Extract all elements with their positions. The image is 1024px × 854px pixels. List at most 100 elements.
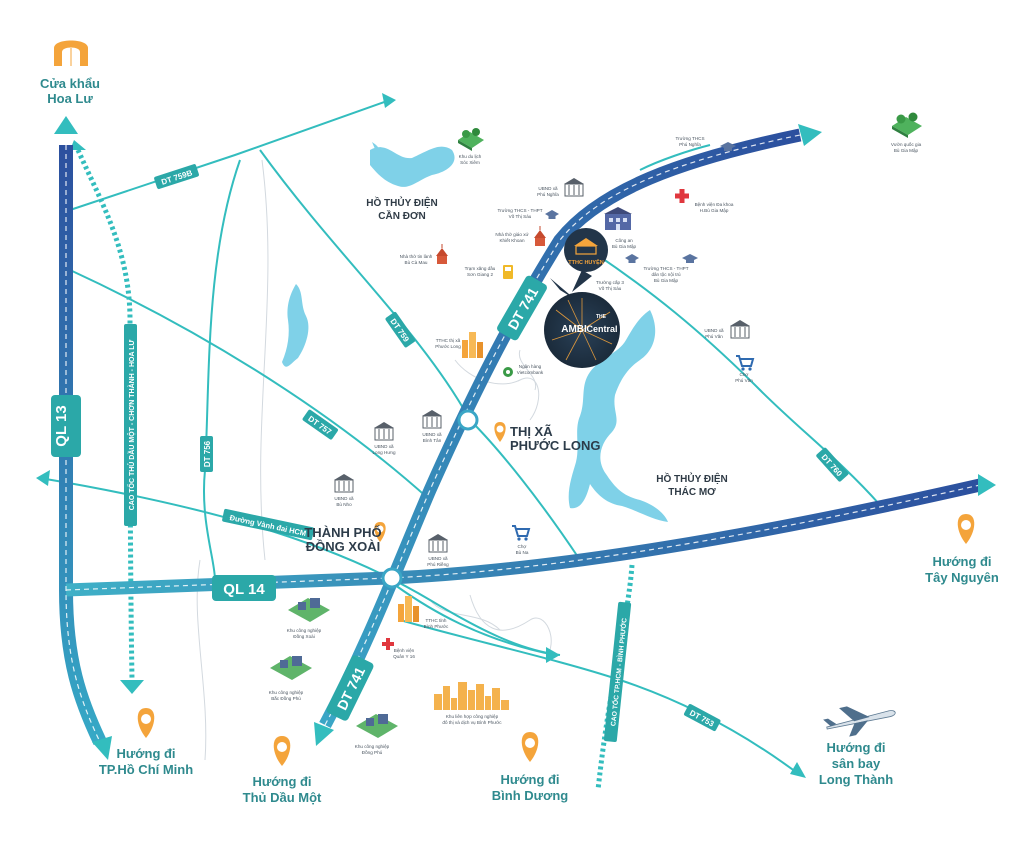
thcs-thpt-vts-2: Võ Thị Sáu (509, 214, 532, 219)
airport-label-1: Hướng đi (826, 740, 885, 755)
pin-icon (273, 736, 291, 766)
ubnd-phu-van-1: UBND xã (704, 328, 724, 333)
kcn-dong-phu-1: Khu công nghiệp (355, 744, 390, 749)
khiet-khoan-2: Khiết Khoan (499, 238, 524, 243)
skyline-icon (434, 682, 509, 710)
government-building-icon (374, 422, 394, 441)
pin-icon (521, 732, 539, 762)
road-tag-dt756: DT 756 (200, 436, 213, 472)
svg-text:DT 756: DT 756 (203, 440, 212, 467)
ubnd-long-hung-2: Long Hưng (373, 450, 396, 455)
secondary-road-arrows (36, 93, 806, 778)
kcn-bac-dong-phu-1: Khu công nghiệp (269, 690, 304, 695)
ubnd-binh-tan-1: UBND xã (422, 432, 442, 437)
gas-station-2: Sơn Giang 2 (467, 272, 493, 277)
lake-can-don-label-2: CẦN ĐƠN (378, 209, 425, 222)
road-tag-expressway-west: CAO TỐC THỦ DẦU MỘT - CHƠN THÀNH - HOA L… (124, 324, 137, 526)
kcn-bac-dong-phu-2: Bắc Đồng Phú (271, 695, 301, 701)
police-station-icon (604, 207, 632, 230)
project-marker: THE AMBI Central (544, 278, 620, 368)
highway-arrows (54, 116, 996, 760)
minor-roads (196, 159, 552, 761)
quan-y-1: Bệnh viện (394, 648, 415, 653)
tdm-label-2: Thủ Dầu Một (243, 790, 322, 805)
ubnd-long-hung-1: UBND xã (374, 444, 394, 449)
highway-centerlines (65, 134, 981, 743)
dt741-south-arrow (314, 722, 334, 746)
road-tag-dt759b: DT 759B (154, 164, 199, 190)
hospital-icon (382, 638, 394, 650)
lake-west (282, 284, 309, 367)
becamex-1: Khu liên hợp công nghiệp (446, 714, 499, 719)
dong-xoai-label-2: ĐỒNG XOÀI (306, 539, 380, 554)
ubnd-phu-rieng-1: UBND xã (428, 556, 448, 561)
pin-icon (494, 422, 506, 442)
bd-label-1: Hướng đi (500, 772, 559, 787)
church-icon (436, 244, 448, 264)
project-name-2: Central (586, 324, 617, 334)
lake-thac-mo (568, 310, 668, 522)
ubnd-phu-nghia-1: UBND xã (538, 186, 558, 191)
government-building-icon (428, 534, 448, 553)
gas-station-icon (503, 265, 513, 279)
ubnd-binh-tan-2: Bình Tân (423, 438, 442, 443)
road-shield-dt741-north: DT 741 (497, 275, 547, 341)
phu-nghia-school-1: Trường THCS (675, 136, 704, 141)
ubnd-bu-nho-2: Bù Nho (336, 502, 352, 507)
border-label-2: Hoa Lư (47, 91, 93, 106)
soc-xiem-label-1: Khu du lịch (459, 154, 482, 159)
school-icon (625, 254, 639, 263)
school-vts3-1: Trường cấp 3 (596, 280, 624, 285)
dong-xoai-label-1: THÀNH PHỐ (304, 525, 381, 540)
police-label-2: Bù Gia Mập (612, 244, 637, 249)
government-building-icon (422, 410, 442, 429)
hospital-icon (675, 189, 689, 203)
dt741-north-arrow (798, 124, 822, 146)
school-icon (720, 142, 736, 151)
hcmc-label-2: TP.Hồ Chí Minh (99, 762, 193, 777)
expressway-west (75, 148, 135, 681)
lake-thac-mo-label-2: THÁC MƠ (668, 485, 716, 498)
dtnt-school-2: dân tộc nội trú (651, 272, 681, 277)
tn-label-2: Tây Nguyên (925, 570, 999, 585)
lake-thac-mo-label-1: HỒ THỦY ĐIỆN (656, 472, 728, 485)
kcn-dong-phu-2: Đồng Phú (362, 750, 383, 755)
cho-phu-van-2: Phú Văn (735, 378, 753, 383)
airport-label-3: Long Thành (819, 772, 893, 787)
tthc-binh-phuoc-1: TTHC tỉnh (426, 617, 447, 623)
tthc-phuoc-long-2: Phước Long (435, 344, 461, 349)
ubnd-phu-nghia-2: Phú Nghĩa (537, 192, 559, 197)
project-prefix: THE (596, 314, 607, 320)
ubnd-phu-van-2: Phú Văn (705, 334, 723, 339)
road-tag-dt759: DT 759 (385, 312, 416, 348)
expressway-west-arrow-top (70, 140, 86, 150)
road-tag-dt760: DT 760 (816, 447, 849, 482)
kcn-dong-xoai-1: Khu công nghiệp (287, 628, 322, 633)
bd-label-2: Bình Dương (492, 788, 568, 803)
road-tag-dt753: DT 753 (683, 704, 721, 732)
industrial-park-icon (270, 656, 312, 680)
government-building-icon (564, 178, 584, 197)
industrial-park-icon (288, 598, 330, 622)
phuoc-long-label-1: THỊ XÃ (510, 424, 553, 439)
tthc-phuoc-long-1: TTHC thị xã (436, 338, 461, 343)
pin-icon (374, 522, 386, 542)
ql13-north-arrow (54, 116, 78, 134)
kcn-dong-xoai-2: Đồng Xoài (293, 634, 314, 639)
shopping-cart-icon (736, 355, 755, 371)
school-icon (545, 210, 559, 219)
bu-ca-mau-2: Bù Cà Mau (405, 260, 428, 265)
bu-ca-mau-1: Nhà thờ tin lành (400, 254, 433, 259)
khiet-khoan-1: Nhà thờ giáo xứ (495, 232, 528, 237)
road-dt759 (259, 149, 471, 421)
city-buildings-icon (462, 332, 483, 358)
hospital-label-1: Bệnh viện Đa khoa (695, 202, 734, 207)
park-icon (892, 112, 922, 138)
border-gate-icon (54, 40, 88, 66)
ubnd-bu-nho-1: UBND xã (334, 496, 354, 501)
project-name-1: AMBI (561, 324, 587, 335)
road-dt741 (319, 128, 802, 729)
road-ql14 (65, 478, 982, 597)
ql14-east-arrow (978, 474, 996, 496)
